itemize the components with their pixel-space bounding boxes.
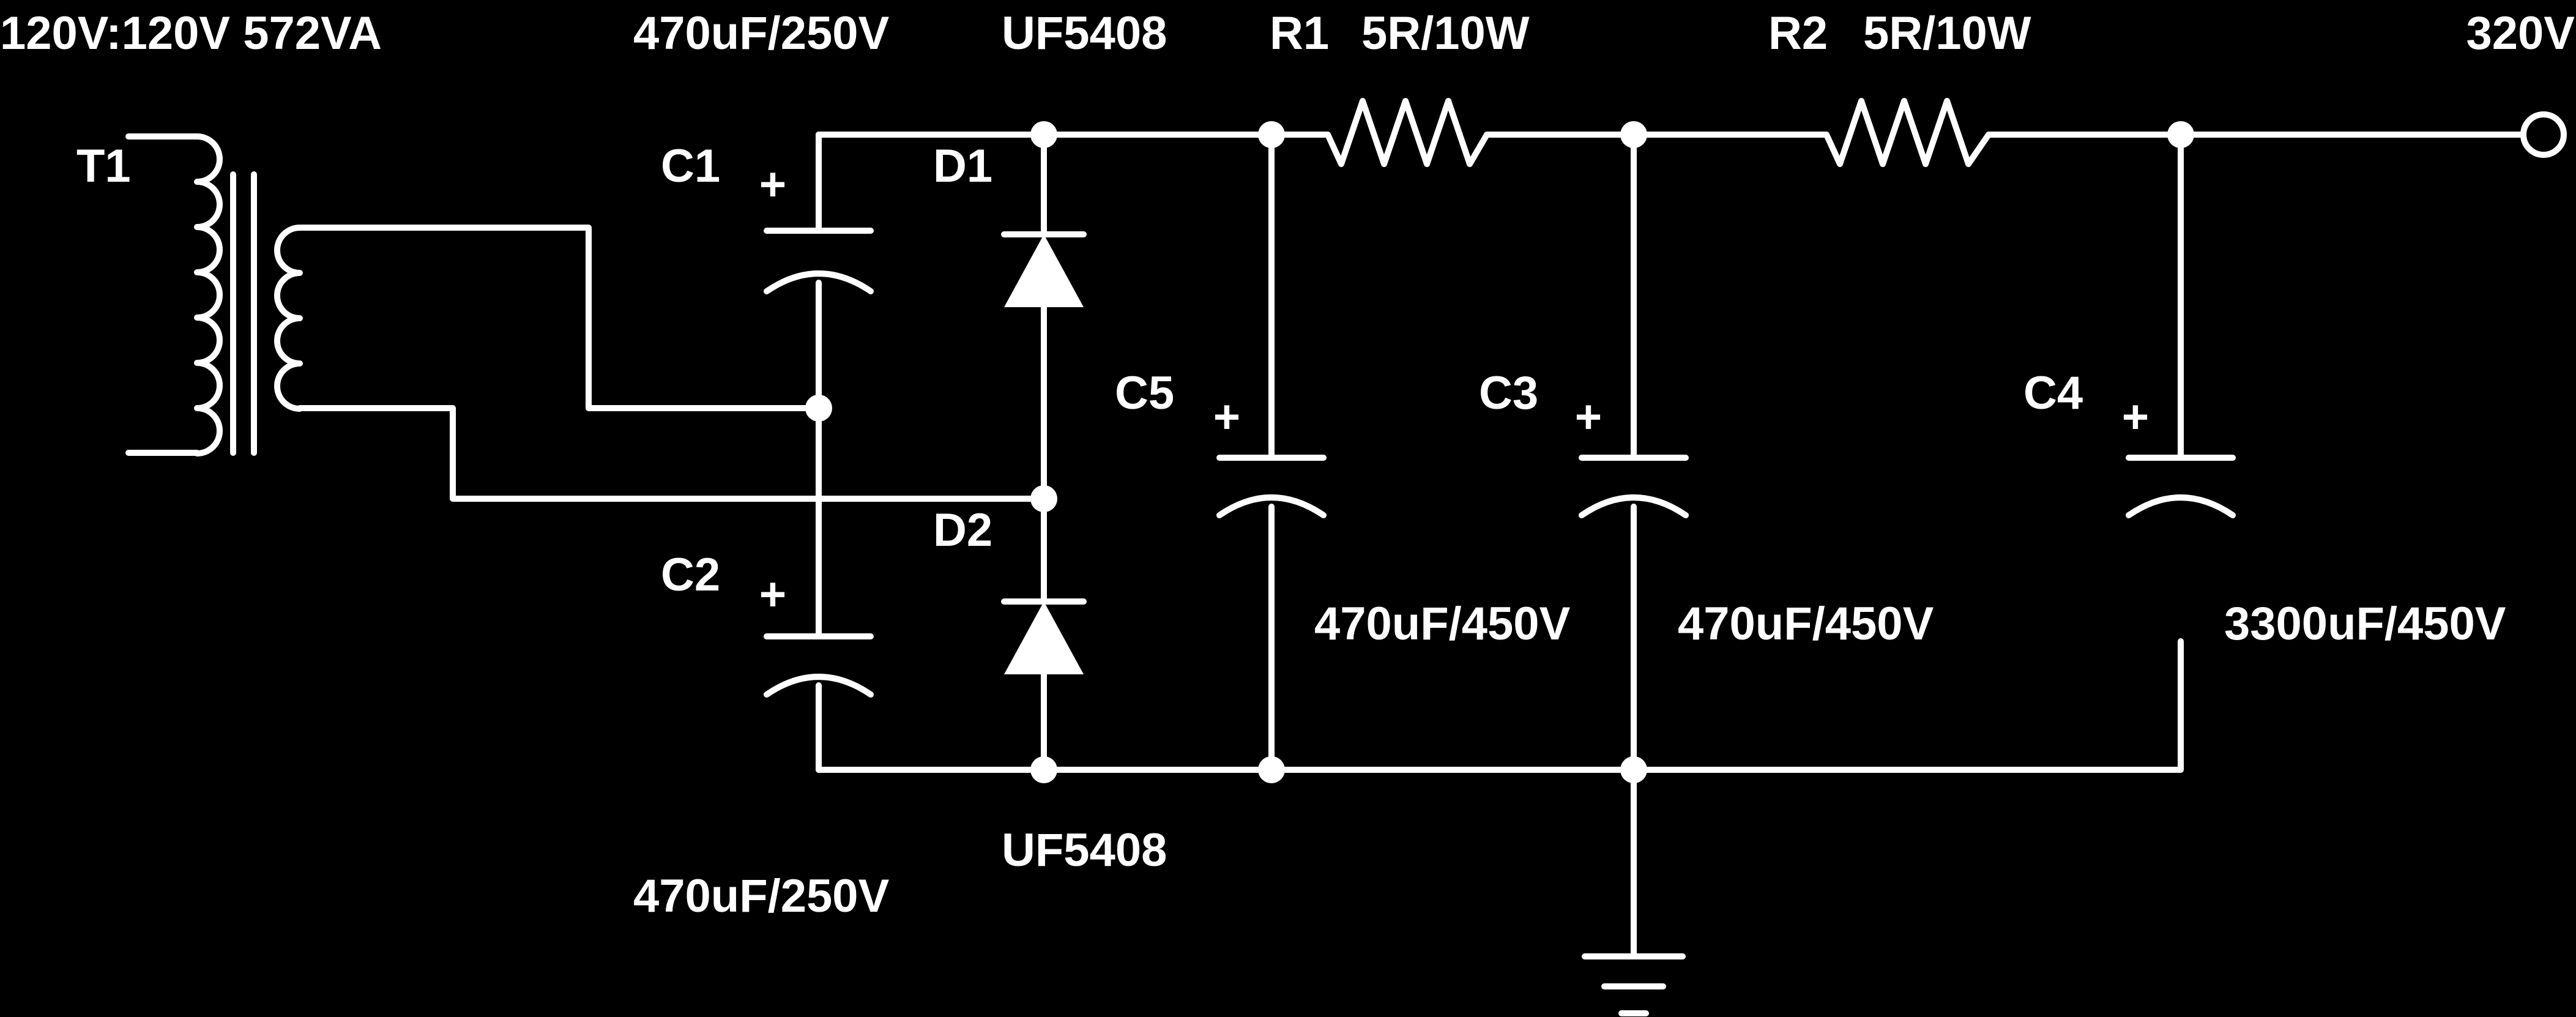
transformer-ref-label: T1 — [76, 140, 131, 192]
output-voltage-label: 320V — [2466, 7, 2575, 59]
r2-ref-label: R2 — [1768, 7, 1828, 59]
c3-plate-curved — [1579, 494, 1689, 518]
c1-plate-curved — [764, 270, 874, 294]
d2-ref-label: D2 — [933, 504, 992, 556]
c3-value-label: 470uF/450V — [1678, 598, 1934, 650]
c2-plate-curved — [764, 674, 874, 698]
junction-dot — [1030, 485, 1057, 512]
transformer-primary-winding — [194, 133, 223, 456]
c5-value-label: 470uF/450V — [1314, 598, 1571, 650]
d1-part-label: UF5408 — [1002, 7, 1167, 59]
c1-polarity-mark: + — [759, 158, 786, 210]
c1-ref-label: C1 — [661, 140, 720, 192]
r2-value-label: 5R/10W — [1863, 7, 2031, 59]
c4-plate-curved — [2126, 494, 2236, 518]
c1-value-label: 470uF/250V — [633, 7, 890, 59]
capacitor-c5-symbol — [1216, 455, 1327, 518]
transformer-rating-label: 120V:120V 572VA — [0, 7, 382, 59]
output-terminal-symbol — [2520, 111, 2567, 158]
r1-value-label: 5R/10W — [1361, 7, 1530, 59]
transformer-secondary-winding — [274, 225, 303, 412]
junction-dot — [805, 395, 832, 422]
c2-polarity-mark: + — [759, 568, 786, 620]
c4-polarity-mark: + — [2122, 391, 2149, 443]
d1-ref-label: D1 — [933, 140, 992, 192]
junction-dot — [1258, 121, 1285, 148]
diode-d1-symbol — [1001, 231, 1087, 307]
d1-triangle — [1004, 234, 1084, 307]
ground-symbol — [1582, 953, 1686, 1016]
junction-dot — [1030, 121, 1057, 148]
capacitor-c2-symbol — [764, 633, 874, 698]
c3-ref-label: C3 — [1479, 367, 1538, 419]
c2-ref-label: C2 — [661, 549, 720, 601]
c5-plate-curved — [1216, 494, 1327, 518]
d2-triangle — [1004, 602, 1084, 674]
d2-part-label: UF5408 — [1002, 824, 1167, 876]
junction-dot — [2167, 121, 2194, 148]
resistor-r1-symbol — [1325, 98, 1490, 167]
junction-dots — [805, 121, 2194, 783]
c4-ref-label: C4 — [2023, 367, 2083, 419]
c4-value-label: 3300uF/450V — [2224, 598, 2506, 650]
junction-dot — [1258, 756, 1285, 783]
r1-ref-label: R1 — [1270, 7, 1329, 59]
resistor-r2-symbol — [1823, 98, 1992, 167]
diode-d2-symbol — [1001, 598, 1087, 674]
capacitor-c1-symbol — [764, 228, 874, 294]
c3-polarity-mark: + — [1575, 391, 1602, 443]
capacitor-c3-symbol — [1579, 455, 1689, 518]
wire-secondary-upper — [297, 225, 822, 411]
wires — [125, 132, 2526, 959]
wire-secondary-lower — [297, 405, 1047, 502]
transformer-t1 — [194, 133, 303, 456]
c5-ref-label: C5 — [1115, 367, 1174, 419]
capacitor-c4-symbol — [2126, 455, 2236, 518]
junction-dot — [1030, 756, 1057, 783]
c2-value-label: 470uF/250V — [633, 870, 890, 922]
junction-dot — [1620, 121, 1647, 148]
junction-dot — [1620, 756, 1647, 783]
c5-polarity-mark: + — [1213, 391, 1240, 443]
